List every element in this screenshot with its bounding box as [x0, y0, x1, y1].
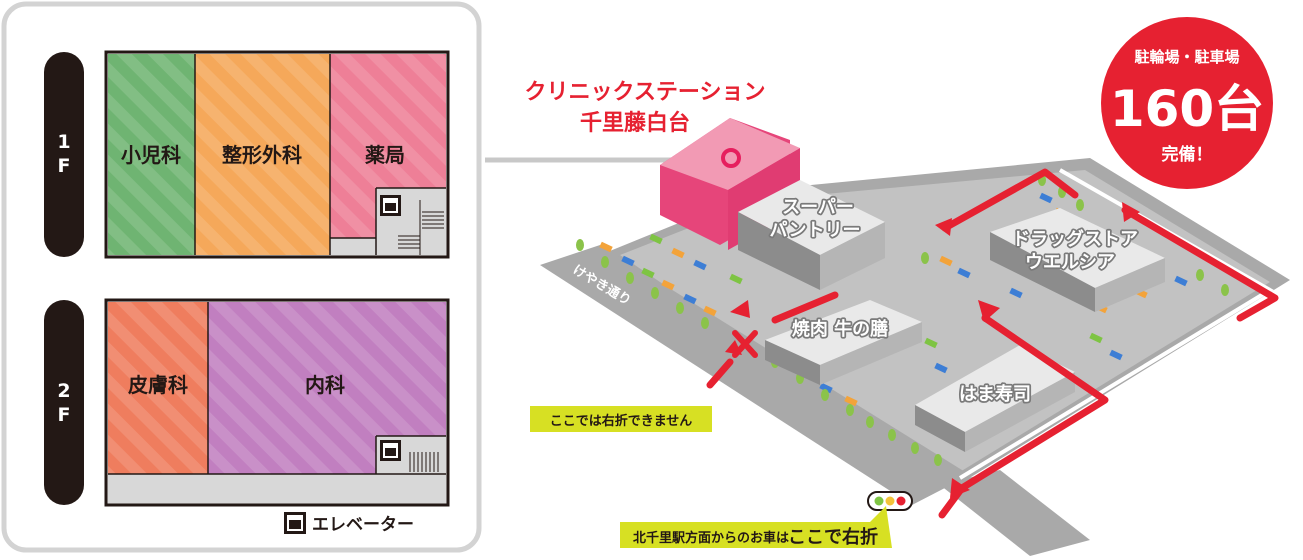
traffic-light-icon [867, 491, 913, 511]
building-yakiniku [765, 300, 922, 385]
parking-badge-count: 160台 [1110, 80, 1264, 138]
floor-plan-2f: 皮膚科 内科 [104, 298, 450, 507]
stairs-icon [409, 452, 439, 472]
clinic-name-line1: クリニックステーション [525, 80, 766, 105]
svg-text:1: 1 [57, 131, 70, 153]
keyaki-street [540, 245, 970, 505]
elevator-legend-label: エレベーター [312, 515, 414, 535]
access-road [940, 470, 1090, 556]
note-no-right-turn-text: ここでは右折できません [550, 413, 693, 429]
route-arrow-heads [725, 202, 1140, 498]
floor-label-2f: 2 F [44, 300, 84, 505]
no-right-turn-icon [732, 330, 758, 358]
elevator-icon [380, 440, 401, 461]
svg-text:2: 2 [57, 380, 70, 402]
location-pin-icon [721, 148, 741, 168]
elevator-icon [284, 512, 306, 534]
stairs-icon [398, 200, 444, 255]
room-orthopedics: 整形外科 [221, 143, 302, 167]
room-pharmacy: 薬局 [365, 143, 405, 167]
clinic-name-line2: 千里藤白台 [580, 110, 690, 136]
store-label-drug-line2: ウエルシア [1025, 252, 1115, 273]
parking-badge: 駐輪場・駐車場 160台 完備！ [1101, 17, 1273, 189]
svg-text:F: F [58, 404, 71, 426]
store-label-sushi: はま寿司 [959, 383, 1031, 405]
building-drugstore [990, 208, 1165, 312]
room-internal-medicine: 内科 [305, 373, 345, 397]
room-dermatology: 皮膚科 [128, 373, 188, 397]
floor-label-1f: 1 F [44, 52, 84, 257]
building-hama-sushi [915, 345, 1075, 452]
note-no-right-turn: ここでは右折できません [530, 406, 712, 432]
store-label-yakiniku: 焼肉 牛の膳 [792, 318, 888, 340]
store-label-super-line2: パントリー [770, 220, 861, 241]
parking-badge-bottom: 完備！ [1162, 144, 1213, 165]
elevator-legend: エレベーター [284, 512, 414, 535]
note-directions-prefix: 北千里駅方面からのお車は [633, 530, 789, 546]
store-label-drug-line1: ドラッグストア [1012, 228, 1138, 250]
parking-badge-top: 駐輪場・駐車場 [1134, 48, 1239, 66]
store-label-super-line1: スーパー [782, 197, 854, 218]
floor-guide-panel: 1 F 小児科 整形外科 薬局 [0, 0, 485, 556]
room-pediatrics: 小児科 [121, 143, 181, 167]
floor-plan-1f: 小児科 整形外科 薬局 [104, 50, 450, 259]
elevator-icon [380, 195, 401, 216]
access-map: クリニックステーション 千里藤白台 スーパー パントリー ドラッグストア ウエル… [482, 0, 1303, 556]
svg-text:F: F [58, 155, 71, 177]
note-directions-emphasis: ここで右折 [788, 526, 878, 548]
note-directions: 北千里駅方面からのお車は ここで右折 [620, 506, 892, 548]
building-super-pantry [738, 180, 885, 290]
trees [576, 174, 1229, 466]
